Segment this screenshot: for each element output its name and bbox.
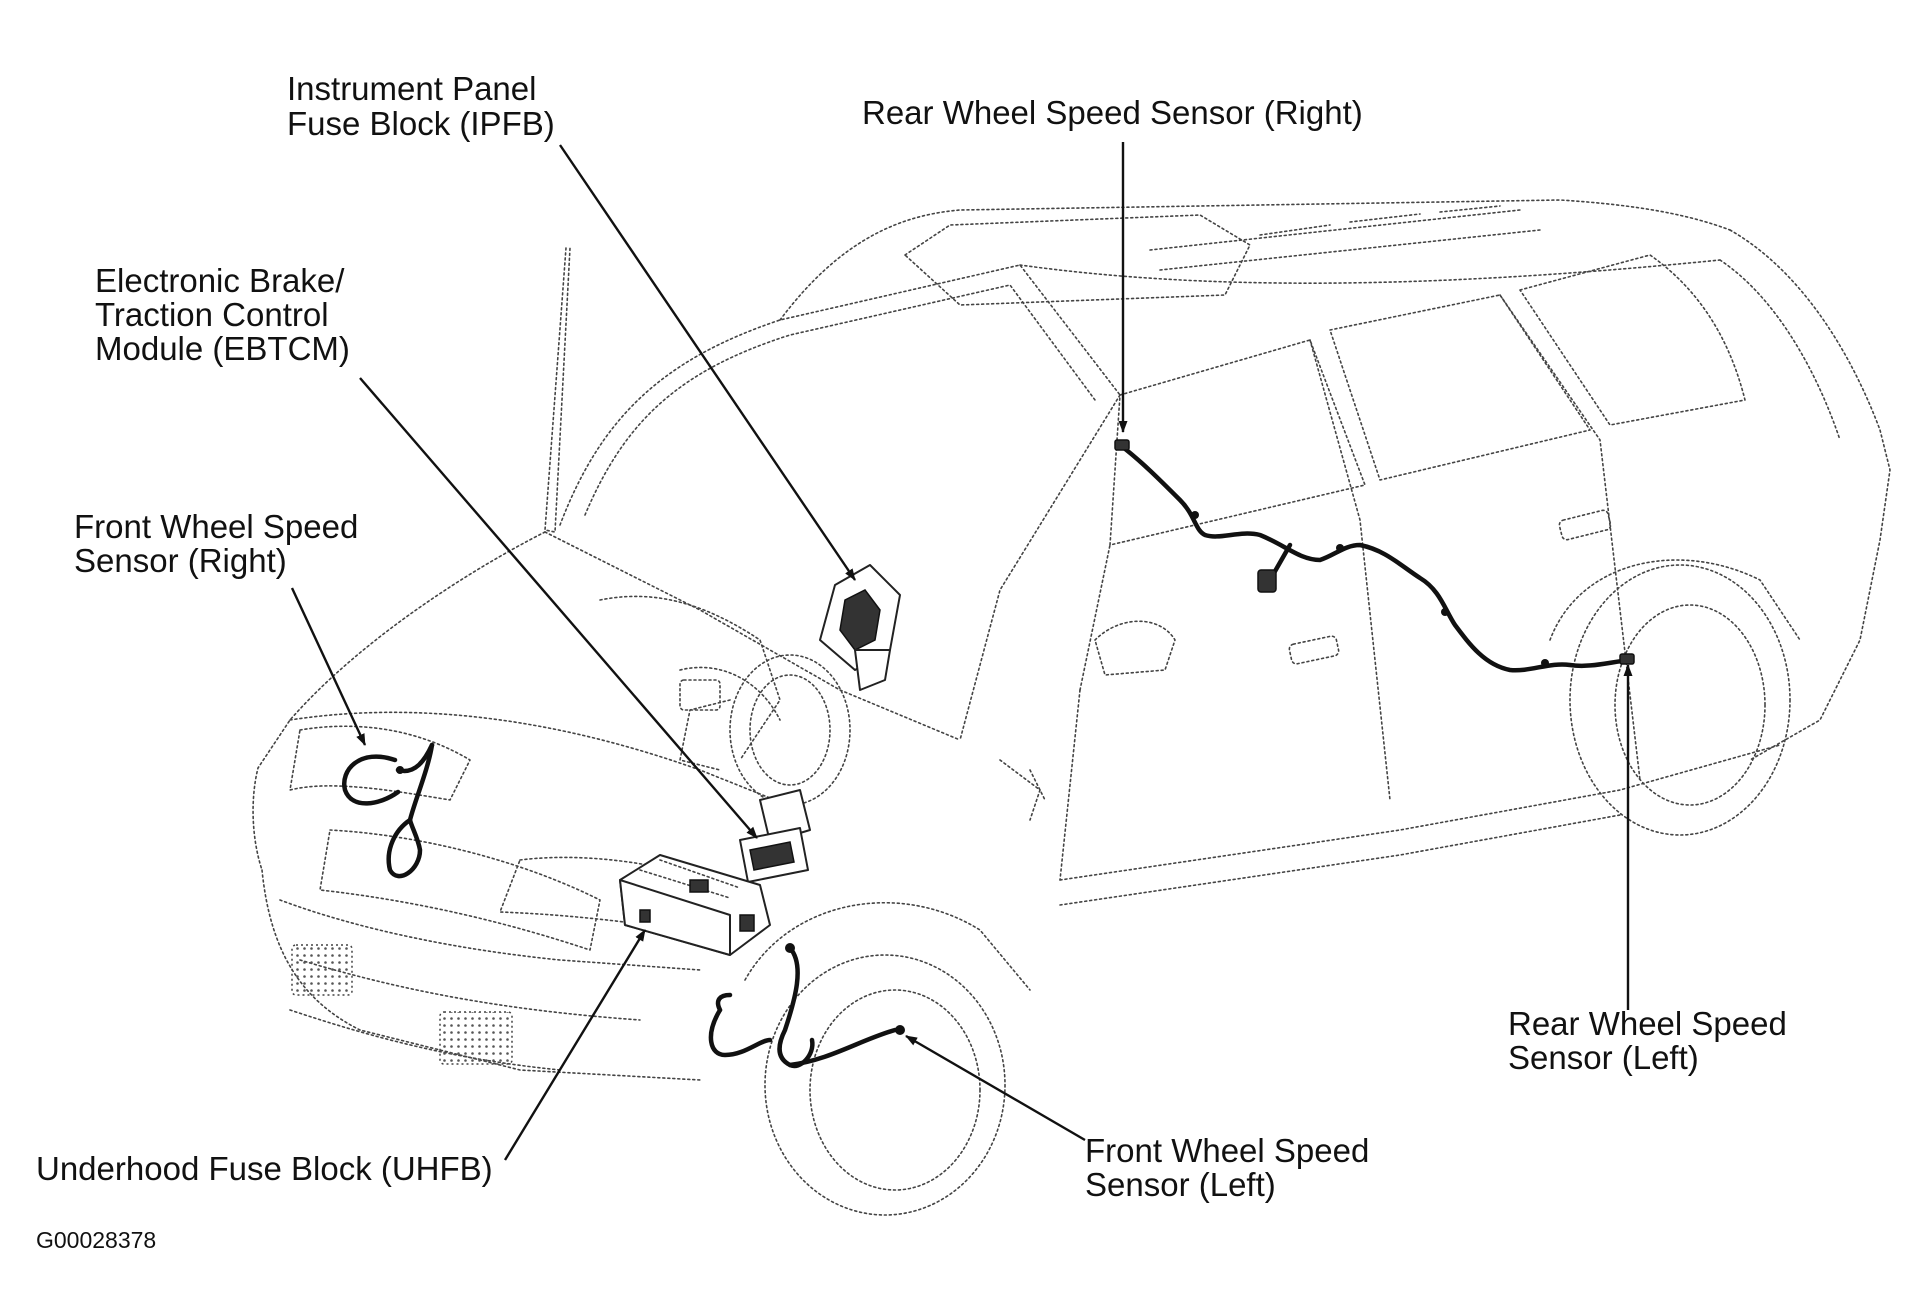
front-right-sensor-label: Front Wheel Speed Sensor (Right) [74,508,368,579]
rear-left-sensor-label-line-2: Sensor (Left) [1508,1039,1699,1076]
figure-id: G00028378 [36,1227,156,1253]
front-left-leader [905,1034,1086,1142]
uhfb-component [619,854,771,956]
vehicle-outline [252,199,1891,1216]
front-left-sensor-label: Front Wheel Speed Sensor (Left) [1085,1132,1379,1203]
front-right-leader [290,587,367,746]
front-right-sensor-label-line-2: Sensor (Right) [74,542,287,579]
ipfb-component [819,564,901,691]
leader-lines [290,142,1633,1161]
uhfb-leader [503,929,647,1161]
uhfb-label-line-1: Underhood Fuse Block (UHFB) [36,1150,493,1187]
rear-right-sensor-label-line-1: Rear Wheel Speed Sensor (Right) [862,94,1363,131]
rear-left-sensor-label-line-1: Rear Wheel Speed [1508,1005,1787,1042]
front-right-sensor-label-line-1: Front Wheel Speed [74,508,358,545]
front-left-sensor-label-line-1: Front Wheel Speed [1085,1132,1369,1169]
rear-right-sensor-label: Rear Wheel Speed Sensor (Right) [862,94,1363,131]
front-left-sensor-harness [708,943,905,1069]
ipfb-label-line-1: Instrument Panel [287,70,536,107]
ebtcm-component [739,789,811,883]
front-right-sensor-harness [342,742,435,879]
uhfb-label: Underhood Fuse Block (UHFB) [36,1150,493,1187]
ipfb-label: Instrument Panel Fuse Block (IPFB) [287,70,555,142]
ebtcm-label-line-1: Electronic Brake/ [95,262,345,299]
ebtcm-leader [359,377,758,839]
ipfb-label-line-2: Fuse Block (IPFB) [287,105,555,142]
brake-booster [679,654,851,806]
ebtcm-label: Electronic Brake/ Traction Control Modul… [95,262,354,367]
ebtcm-label-line-2: Traction Control [95,296,329,333]
front-left-sensor-label-line-2: Sensor (Left) [1085,1166,1276,1203]
ebtcm-label-line-3: Module (EBTCM) [95,330,350,367]
rear-left-sensor-label: Rear Wheel Speed Sensor (Left) [1508,1005,1796,1076]
ipfb-leader [559,144,856,581]
rear-sensor-harness [1114,439,1635,673]
